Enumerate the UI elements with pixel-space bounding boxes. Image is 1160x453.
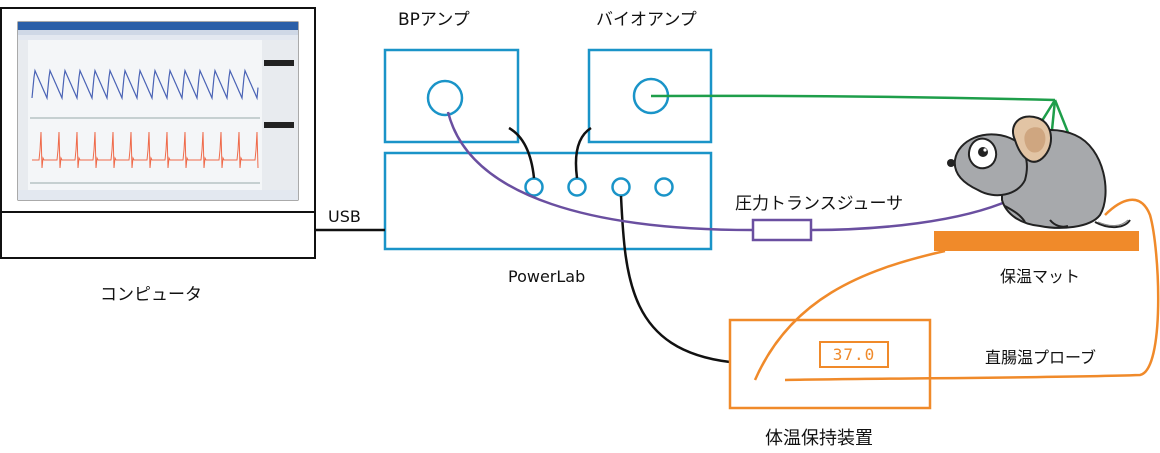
temperature-readout: 37.0: [819, 341, 889, 368]
mouse-icon: [947, 115, 1131, 229]
temperature-controller-label: 体温保持装置: [765, 428, 873, 449]
monitor-screen: [17, 21, 299, 201]
computer-label: コンピュータ: [100, 285, 202, 305]
heating-mat: [934, 231, 1139, 251]
input-port-1: [524, 177, 544, 197]
powerlab-label: PowerLab: [508, 267, 585, 286]
bp-amp: [383, 48, 520, 144]
temperature-controller: [728, 318, 932, 410]
rectal-probe-cable: [784, 198, 1160, 382]
mat-cable: [753, 249, 946, 381]
bio-amp-label: バイオアンプ: [596, 10, 697, 30]
bp-amp-label: BPアンプ: [398, 10, 470, 30]
input-port-2: [567, 177, 587, 197]
pressure-transducer: [751, 218, 813, 242]
pressure-transducer-label: 圧力トランスジューサ: [735, 194, 903, 214]
bp-amp-cable: [508, 126, 536, 179]
input-port-4: [654, 177, 674, 197]
thermo-lines: [753, 198, 1160, 382]
rectal-probe-label: 直腸温プローブ: [985, 348, 1096, 367]
bio-amp-cable: [574, 126, 592, 179]
blood-pressure-trace: [31, 68, 259, 101]
ecg-trace: [32, 131, 259, 169]
signal-cables: [315, 126, 731, 364]
temp-output-cable: [619, 195, 731, 364]
usb-label: USB: [328, 207, 361, 226]
powerlab-unit: [383, 151, 713, 251]
computer: [0, 7, 316, 259]
pressure-line: [446, 111, 1011, 232]
heating-mat-label: 保温マット: [1000, 267, 1080, 286]
input-port-3: [611, 177, 631, 197]
bp-amp-connector: [426, 79, 464, 117]
